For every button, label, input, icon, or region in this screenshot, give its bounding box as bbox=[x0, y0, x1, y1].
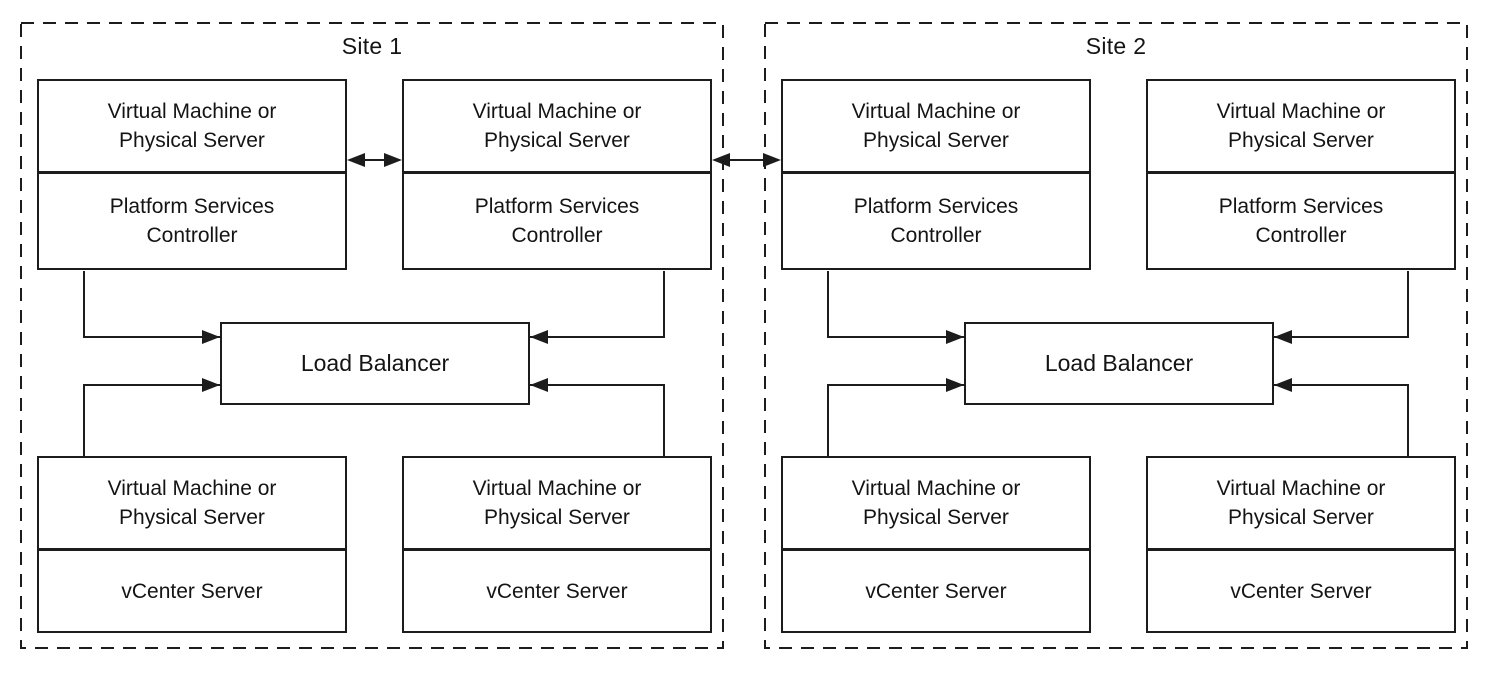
host-label-line1: Virtual Machine or bbox=[472, 100, 642, 123]
host-section: Virtual Machine or Physical Server bbox=[783, 458, 1089, 548]
psc-section: Platform Services Controller bbox=[404, 171, 710, 268]
node-site1-load-balancer: Load Balancer bbox=[220, 322, 530, 405]
replication-arrow-site1-internal bbox=[347, 153, 402, 167]
connector-site1-vcenter-right-to-lb bbox=[530, 378, 665, 457]
vcenter-section: vCenter Server bbox=[39, 548, 345, 631]
psc-section: Platform Services Controller bbox=[783, 171, 1089, 268]
psc-label-line1: Platform Services bbox=[109, 195, 275, 218]
host-label-line2: Physical Server bbox=[484, 129, 630, 152]
host-label-line1: Virtual Machine or bbox=[1216, 100, 1386, 123]
connector-site2-vcenter-left-to-lb bbox=[827, 378, 964, 457]
node-site1-psc-right: Virtual Machine or Physical Server Platf… bbox=[402, 79, 712, 270]
vcenter-label: vCenter Server bbox=[865, 579, 1007, 603]
vcenter-section: vCenter Server bbox=[404, 548, 710, 631]
host-section: Virtual Machine or Physical Server bbox=[1148, 458, 1454, 548]
host-label-line2: Physical Server bbox=[863, 506, 1009, 529]
node-site2-psc-right: Virtual Machine or Physical Server Platf… bbox=[1146, 79, 1456, 270]
psc-label-line2: Controller bbox=[1255, 224, 1347, 247]
psc-label-line1: Platform Services bbox=[474, 195, 640, 218]
psc-label-line2: Controller bbox=[511, 224, 603, 247]
host-label-line1: Virtual Machine or bbox=[107, 100, 277, 123]
node-site1-vcenter-right: Virtual Machine or Physical Server vCent… bbox=[402, 456, 712, 633]
host-label-line2: Physical Server bbox=[1228, 506, 1374, 529]
host-label-line1: Virtual Machine or bbox=[851, 477, 1021, 500]
host-label-line2: Physical Server bbox=[1228, 129, 1374, 152]
host-section: Virtual Machine or Physical Server bbox=[39, 458, 345, 548]
host-label-line2: Physical Server bbox=[119, 129, 265, 152]
site1-title: Site 1 bbox=[341, 33, 403, 59]
psc-label-line1: Platform Services bbox=[853, 195, 1019, 218]
connector-site1-psc-right-to-lb bbox=[530, 271, 665, 344]
load-balancer-label: Load Balancer bbox=[300, 350, 450, 376]
psc-label-line2: Controller bbox=[146, 224, 238, 247]
node-site2-psc-left: Virtual Machine or Physical Server Platf… bbox=[781, 79, 1091, 270]
vcenter-label: vCenter Server bbox=[121, 579, 263, 603]
node-site1-vcenter-left: Virtual Machine or Physical Server vCent… bbox=[37, 456, 347, 633]
host-label-line1: Virtual Machine or bbox=[472, 477, 642, 500]
psc-label-line1: Platform Services bbox=[1218, 195, 1384, 218]
host-label-line1: Virtual Machine or bbox=[851, 100, 1021, 123]
vcenter-label: vCenter Server bbox=[486, 579, 628, 603]
psc-label-line2: Controller bbox=[890, 224, 982, 247]
load-balancer-label: Load Balancer bbox=[1044, 350, 1194, 376]
node-site2-load-balancer: Load Balancer bbox=[964, 322, 1274, 405]
connector-site2-psc-right-to-lb bbox=[1274, 271, 1409, 344]
host-label-line1: Virtual Machine or bbox=[1216, 477, 1386, 500]
node-site2-vcenter-left: Virtual Machine or Physical Server vCent… bbox=[781, 456, 1091, 633]
node-site2-vcenter-right: Virtual Machine or Physical Server vCent… bbox=[1146, 456, 1456, 633]
host-label-line2: Physical Server bbox=[119, 506, 265, 529]
site2-title: Site 2 bbox=[1085, 33, 1147, 59]
psc-section: Platform Services Controller bbox=[39, 171, 345, 268]
host-section: Virtual Machine or Physical Server bbox=[404, 81, 710, 171]
connector-site1-psc-left-to-lb bbox=[83, 271, 220, 344]
vcenter-section: vCenter Server bbox=[1148, 548, 1454, 631]
vcenter-section: vCenter Server bbox=[783, 548, 1089, 631]
host-section: Virtual Machine or Physical Server bbox=[39, 81, 345, 171]
vcenter-label: vCenter Server bbox=[1230, 579, 1372, 603]
host-label-line2: Physical Server bbox=[863, 129, 1009, 152]
host-label-line2: Physical Server bbox=[484, 506, 630, 529]
host-label-line1: Virtual Machine or bbox=[107, 477, 277, 500]
host-section: Virtual Machine or Physical Server bbox=[404, 458, 710, 548]
replication-arrow-cross-site bbox=[712, 153, 781, 167]
node-site1-psc-left: Virtual Machine or Physical Server Platf… bbox=[37, 79, 347, 270]
host-section: Virtual Machine or Physical Server bbox=[1148, 81, 1454, 171]
connector-site1-vcenter-left-to-lb bbox=[83, 378, 220, 457]
psc-section: Platform Services Controller bbox=[1148, 171, 1454, 268]
connector-site2-vcenter-right-to-lb bbox=[1274, 378, 1409, 457]
host-section: Virtual Machine or Physical Server bbox=[783, 81, 1089, 171]
connector-site2-psc-left-to-lb bbox=[827, 271, 964, 344]
